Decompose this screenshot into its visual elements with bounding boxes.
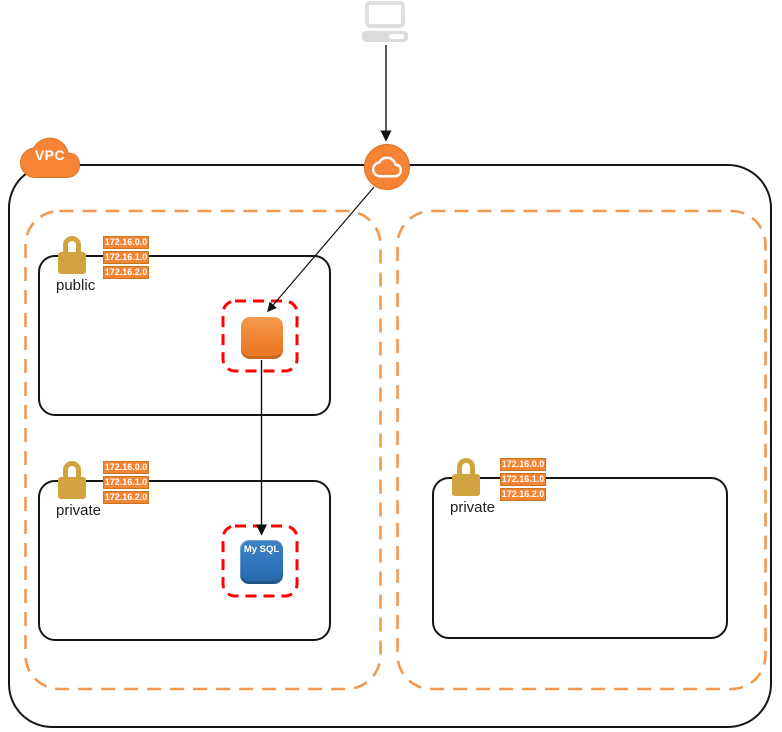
laptop-base bbox=[362, 31, 408, 42]
cidr-chip: 172.16.0.0 bbox=[103, 461, 149, 474]
cidr-chip: 172.16.2.0 bbox=[103, 491, 149, 504]
lock-icon bbox=[58, 461, 86, 499]
subnet-private-left-cidrs: 172.16.0.0 172.16.1.0 172.16.2.0 bbox=[103, 461, 149, 506]
cidr-chip: 172.16.1.0 bbox=[103, 476, 149, 489]
vpc-label: VPC bbox=[34, 147, 66, 163]
laptop-screen bbox=[365, 1, 405, 28]
cloud-icon bbox=[372, 156, 402, 178]
vpc-cloud-badge: VPC bbox=[18, 132, 82, 180]
subnet-private-right-label: private bbox=[450, 499, 496, 516]
cidr-chip: 172.16.2.0 bbox=[103, 266, 149, 279]
subnet-private-left-label: private bbox=[56, 502, 102, 519]
cidr-chip: 172.16.0.0 bbox=[103, 236, 149, 249]
cidr-chip: 172.16.0.0 bbox=[500, 458, 546, 471]
subnet-private-right-cidrs: 172.16.0.0 172.16.1.0 172.16.2.0 bbox=[500, 458, 546, 503]
mysql-database-icon: My SQL bbox=[240, 540, 283, 584]
lock-icon bbox=[58, 236, 86, 274]
client-laptop-icon bbox=[361, 1, 409, 42]
ec2-instance-icon bbox=[241, 317, 283, 359]
cloud-icon bbox=[19, 137, 81, 179]
cidr-chip: 172.16.2.0 bbox=[500, 488, 546, 501]
subnet-public-label: public bbox=[56, 277, 96, 294]
cidr-chip: 172.16.1.0 bbox=[500, 473, 546, 486]
internet-gateway bbox=[364, 144, 410, 190]
subnet-public-cidrs: 172.16.0.0 172.16.1.0 172.16.2.0 bbox=[103, 236, 149, 281]
cidr-chip: 172.16.1.0 bbox=[103, 251, 149, 264]
lock-icon bbox=[452, 458, 480, 496]
